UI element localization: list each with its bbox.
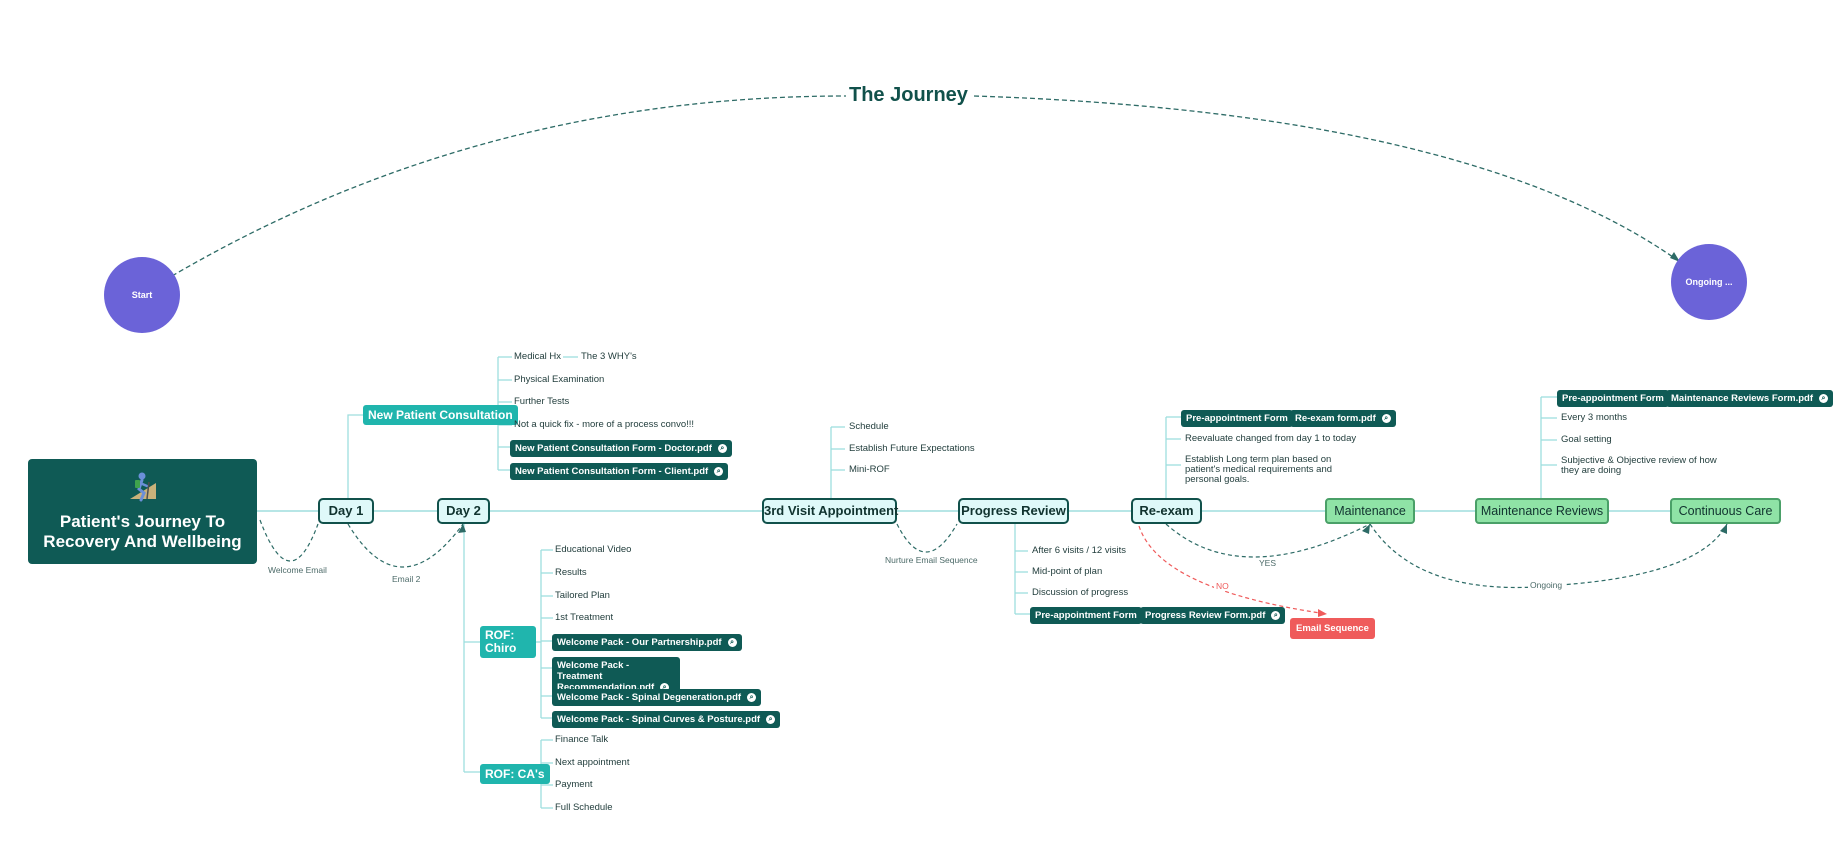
file-label: Welcome Pack - Treatment Recommendation.… [557, 660, 655, 693]
chiro-item-results: Results [555, 567, 587, 578]
attachment-icon: ⌕ [1271, 610, 1281, 620]
file-np-doctor[interactable]: New Patient Consultation Form - Doctor.p… [510, 440, 732, 457]
chiro-item-first-treatment: 1st Treatment [555, 612, 614, 623]
hiker-icon [129, 472, 156, 502]
start-node[interactable]: Start [104, 257, 180, 333]
ongoing-node[interactable]: Ongoing ... [1671, 244, 1747, 320]
cas-item-next-appointment: Next appointment [555, 757, 630, 768]
stage-progress-review[interactable]: Progress Review [958, 498, 1069, 524]
edge-label-email2: Email 2 [390, 574, 423, 584]
file-progress-review[interactable]: Progress Review Form.pdf ⌕ [1140, 607, 1286, 624]
new-patient-consultation[interactable]: New Patient Consultation [363, 405, 518, 425]
yes-edge [1165, 523, 1371, 558]
file-reexam[interactable]: Re-exam form.pdf ⌕ [1290, 410, 1396, 427]
attachment-icon: ⌕ [714, 466, 724, 476]
progress-item-midpoint: Mid-point of plan [1032, 566, 1103, 577]
edge-label-no: NO [1214, 581, 1231, 591]
reexam-item-long-term-plan: Establish Long term plan based on patien… [1185, 454, 1333, 485]
file-label: Welcome Pack - Our Partnership.pdf [557, 637, 722, 648]
stage-maintenance[interactable]: Maintenance [1325, 498, 1415, 524]
file-welcome-degeneration[interactable]: Welcome Pack - Spinal Degeneration.pdf ⌕ [552, 689, 762, 706]
stage-third-visit[interactable]: 3rd Visit Appointment [762, 498, 898, 524]
edge-label-welcome-email: Welcome Email [266, 565, 329, 575]
welcome-email-edge [259, 519, 319, 562]
attachment-icon: ⌕ [1381, 413, 1391, 423]
maint-item-review: Subjective & Objective review of how the… [1561, 455, 1717, 476]
progress-item-visits: After 6 visits / 12 visits [1032, 545, 1126, 556]
journey-arc [171, 95, 847, 277]
third-item-expectations: Establish Future Expectations [849, 443, 975, 454]
attachment-icon: ⌕ [727, 637, 737, 647]
attachment-icon: ⌕ [1819, 393, 1829, 403]
third-item-mini-rof: Mini-ROF [849, 464, 890, 475]
stage-day2[interactable]: Day 2 [437, 498, 490, 524]
file-welcome-partnership[interactable]: Welcome Pack - Our Partnership.pdf ⌕ [552, 634, 742, 651]
rof-chiro[interactable]: ROF: Chiro [480, 626, 536, 658]
file-maintenance-reviews[interactable]: Maintenance Reviews Form.pdf ⌕ [1666, 390, 1834, 407]
journey-title: The Journey [846, 84, 971, 107]
maint-item-goal-setting: Goal setting [1561, 434, 1612, 445]
main-topic-node[interactable]: Patient's Journey To Recovery And Wellbe… [28, 459, 257, 564]
email-sequence-node[interactable]: Email Sequence [1290, 618, 1375, 639]
edge-label-nurture: Nurture Email Sequence [883, 555, 980, 565]
email2-edge [347, 523, 464, 568]
file-np-client[interactable]: New Patient Consultation Form - Client.p… [510, 463, 729, 480]
attachment-icon: ⌕ [747, 692, 757, 702]
progress-pre-appointment-form[interactable]: Pre-appointment Form [1030, 607, 1142, 624]
nurture-edge [896, 523, 958, 553]
attachment-icon: ⌕ [717, 443, 727, 453]
np-item-further-tests: Further Tests [514, 396, 570, 407]
third-item-schedule: Schedule [849, 421, 889, 432]
stage-continuous-care[interactable]: Continuous Care [1670, 498, 1781, 524]
file-label: Progress Review Form.pdf [1145, 610, 1266, 621]
file-label: New Patient Consultation Form - Client.p… [515, 466, 709, 477]
progress-item-discussion: Discussion of progress [1032, 587, 1129, 598]
chiro-item-video: Educational Video [555, 544, 632, 555]
reexam-pre-appointment-form[interactable]: Pre-appointment Form [1181, 410, 1293, 427]
np-item-not-quick-fix: Not a quick fix - more of a process conv… [514, 419, 695, 430]
stage-reexam[interactable]: Re-exam [1131, 498, 1202, 524]
cas-item-payment: Payment [555, 779, 593, 790]
cas-item-full-schedule: Full Schedule [555, 802, 613, 813]
file-welcome-curves[interactable]: Welcome Pack - Spinal Curves & Posture.p… [552, 711, 781, 728]
journey-arc-right [973, 95, 1681, 263]
chiro-item-tailored-plan: Tailored Plan [555, 590, 610, 601]
attachment-icon: ⌕ [660, 682, 670, 692]
file-label: New Patient Consultation Form - Doctor.p… [515, 443, 712, 454]
edge-label-ongoing: Ongoing [1528, 580, 1565, 590]
rof-cas[interactable]: ROF: CA's [480, 764, 550, 784]
maint-item-every-3-months: Every 3 months [1561, 412, 1627, 423]
file-label: Welcome Pack - Spinal Degeneration.pdf [557, 692, 742, 703]
ongoing-edge [1369, 523, 1728, 588]
np-item-3-whys: The 3 WHY's [581, 351, 637, 362]
file-label: Re-exam form.pdf [1295, 413, 1376, 424]
cas-item-finance: Finance Talk [555, 734, 609, 745]
reexam-item-reevaluate: Reevaluate changed from day 1 to today [1185, 433, 1357, 444]
file-label: Welcome Pack - Spinal Curves & Posture.p… [557, 714, 761, 725]
np-item-medical-hx: Medical Hx [514, 351, 561, 362]
maint-pre-appointment-form[interactable]: Pre-appointment Form [1557, 390, 1669, 407]
stage-maintenance-reviews[interactable]: Maintenance Reviews [1475, 498, 1609, 524]
main-topic-title: Patient's Journey To Recovery And Wellbe… [43, 512, 242, 551]
np-item-physical-exam: Physical Examination [514, 374, 605, 385]
edge-label-yes: YES [1257, 558, 1279, 568]
file-label: Maintenance Reviews Form.pdf [1671, 393, 1814, 404]
no-edge [1138, 525, 1328, 615]
attachment-icon: ⌕ [766, 714, 776, 724]
stage-day1[interactable]: Day 1 [318, 498, 374, 524]
